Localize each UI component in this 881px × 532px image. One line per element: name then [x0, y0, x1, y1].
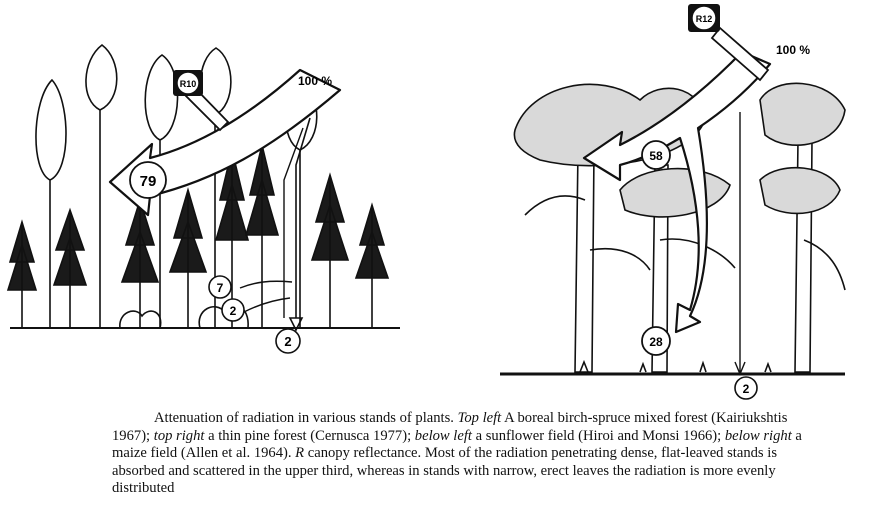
left-value-79: 79	[140, 173, 157, 190]
spruce-tree	[52, 207, 88, 328]
spruce-tree	[310, 172, 350, 328]
pine-branch	[524, 195, 586, 216]
spruce-tree	[6, 219, 38, 328]
spruce-tree	[244, 144, 280, 328]
pine-crown	[759, 82, 846, 146]
right-incoming-label: 100 %	[776, 43, 810, 57]
birch-tree	[85, 43, 118, 328]
right-value-28: 28	[649, 335, 663, 349]
right-reflectance-label: R12	[696, 14, 713, 24]
left-incoming-radiation-arrow	[108, 68, 342, 217]
right-reflectance-arrow	[710, 26, 770, 82]
caption-segment: canopy reflectance. Most of the radiatio…	[112, 445, 777, 497]
left-penetration-arrow	[288, 117, 311, 332]
right-reflectance-circle	[691, 5, 717, 31]
left-value-circle	[208, 275, 232, 299]
radiation-attenuation-figure: R10 100 % 79 7 2 2	[6, 4, 846, 400]
pine-crown	[759, 166, 841, 215]
right-incoming-radiation-arrow	[582, 50, 772, 334]
left-reflectance-circle	[176, 71, 200, 95]
spruce-tree	[354, 202, 390, 328]
left-side-arrow	[239, 280, 293, 289]
caption-italic-term: R	[295, 445, 305, 462]
caption-segment: a sunflower field (Hiroi and Monsi 1966)…	[471, 427, 725, 444]
caption-italic-term: below right	[724, 427, 792, 444]
caption-segment: a maize field (Allen et al. 1964).	[112, 427, 802, 462]
left-value-circle	[221, 298, 245, 322]
left-value-2a: 2	[230, 304, 237, 318]
right-value-circle	[734, 376, 758, 400]
caption-italic-term: top right	[153, 427, 205, 444]
pine-crown	[619, 167, 731, 218]
caption-italic-term: Top left	[457, 410, 502, 426]
birch-tree	[35, 78, 67, 328]
right-trees	[513, 82, 846, 373]
caption-segment: Attenuation of radiation in various stan…	[154, 410, 458, 426]
right-value-circle	[641, 140, 671, 170]
right-value-58: 58	[649, 149, 663, 163]
right-value-circle	[641, 326, 671, 356]
left-value-7: 7	[217, 281, 224, 295]
left-value-circle	[129, 161, 167, 199]
pine-branch	[803, 239, 846, 291]
caption-segment: A boreal birch-spruce mixed forest (Kair…	[112, 410, 788, 444]
right-penetration-arrow	[734, 112, 746, 376]
spruce-tree	[120, 197, 160, 328]
spruce-tree	[168, 187, 208, 328]
left-reflectance-label: R10	[180, 79, 197, 89]
caption-italic-term: below left	[414, 427, 472, 444]
right-forest-panel: R12 100 % 58 28 2	[500, 4, 846, 400]
left-penetration-arrow	[283, 127, 304, 318]
left-value-2b: 2	[284, 334, 291, 349]
caption-text: Attenuation of radiation in various stan…	[112, 410, 812, 498]
pine-branch	[589, 247, 651, 271]
right-value-2: 2	[743, 382, 750, 396]
left-value-circle	[275, 328, 301, 354]
ground-grass	[579, 359, 772, 373]
figure-caption: Attenuation of radiation in various stan…	[112, 410, 812, 498]
shrub	[119, 310, 162, 329]
pine-trunk	[574, 149, 595, 373]
left-side-arrow	[243, 297, 291, 313]
left-incoming-label: 100 %	[298, 74, 332, 88]
left-forest-panel: R10 100 % 79 7 2 2	[6, 43, 400, 354]
caption-segment: a thin pine forest (Cernusca 1977);	[204, 427, 415, 444]
